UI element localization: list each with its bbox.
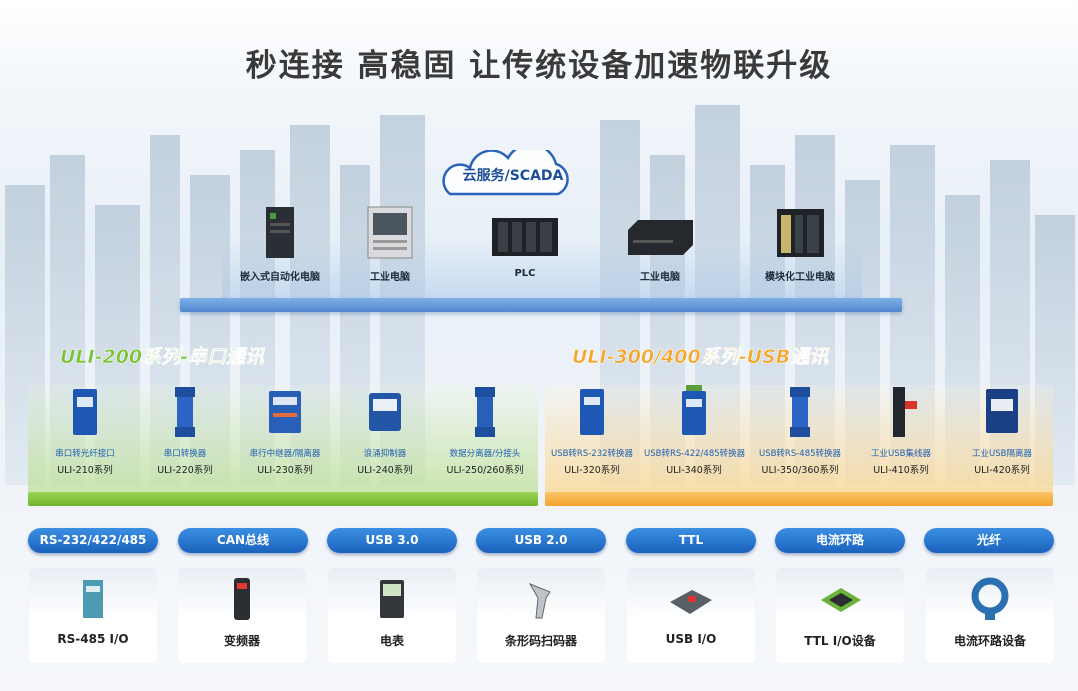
interface-fiber: 光纤 <box>924 528 1054 553</box>
endpoint-card-usb-io: USB I/O <box>627 568 755 663</box>
modular-pc-icon <box>776 209 824 257</box>
barcode-scanner-icon <box>528 583 551 619</box>
endpoint-card-current-loop: 电流环路设备 <box>926 568 1054 663</box>
endpoint-card-rs485-io: RS-485 I/O <box>29 568 157 663</box>
data-splitter-icon <box>475 387 495 437</box>
current-sensor-icon <box>971 577 1009 620</box>
uli-product-210: 串口转光纤接口 ULI-210系列 <box>35 383 135 476</box>
endpoint-card-meter: 电表 <box>328 568 456 663</box>
repeater-isolator-icon <box>269 391 301 433</box>
surge-suppressor-icon <box>369 393 401 431</box>
interface-ttl: TTL <box>626 528 756 553</box>
uli-product-230: 串行中继器/隔离器 ULI-230系列 <box>235 383 335 476</box>
device-industrial-pc: 工业电脑 <box>350 205 430 283</box>
interface-can-bus: CAN总线 <box>178 528 308 553</box>
usb-isolator-icon <box>986 389 1018 433</box>
top-platform-bar <box>180 298 902 312</box>
cloud-service-label: 云服务/SCADA <box>462 168 564 184</box>
device-embedded-pc: 嵌入式自动化电脑 <box>230 205 330 283</box>
usb-rs422-converter-icon <box>682 385 706 435</box>
device-modular-pc: 模块化工业电脑 <box>760 205 840 283</box>
interface-usb3: USB 3.0 <box>327 528 457 553</box>
orange-zone-bar <box>545 492 1053 506</box>
usb-hub-icon <box>893 387 917 437</box>
interface-current-loop: 电流环路 <box>775 528 905 553</box>
uli-product-340: USB转RS-422/485转换器 ULI-340系列 <box>644 383 745 476</box>
endpoint-card-barcode-scanner: 条形码扫码器 <box>477 568 605 663</box>
usb-rs232-converter-icon <box>580 389 604 435</box>
inverter-icon <box>234 578 250 620</box>
page-headline: 秒连接 高稳固 让传统设备加速物联升级 <box>245 48 833 84</box>
series-title-uli300-400: ULI-300/400系列-USB通讯 <box>572 346 829 369</box>
uli-product-420: 工业USB隔离器 ULI-420系列 <box>952 383 1052 476</box>
series-title-uli200: ULI-200系列-串口通讯 <box>60 346 265 369</box>
device-mini-pc: 工业电脑 <box>615 215 705 283</box>
embedded-pc-icon <box>266 207 294 258</box>
endpoint-card-inverter: 变频器 <box>178 568 306 663</box>
io-module-icon <box>83 580 103 618</box>
uli-product-220: 串口转换器 ULI-220系列 <box>135 383 235 476</box>
meter-icon <box>380 580 404 618</box>
cloud-icon <box>442 150 569 196</box>
interface-usb2: USB 2.0 <box>476 528 606 553</box>
plc-icon <box>492 218 558 256</box>
industrial-pc-icon <box>367 206 413 259</box>
usb-io-board-icon <box>670 590 712 614</box>
uli-product-240: 浪涌抑制器 ULI-240系列 <box>335 383 435 476</box>
endpoint-card-ttl-io: TTL I/O设备 <box>776 568 904 663</box>
device-plc: PLC <box>480 212 570 279</box>
mini-pc-icon <box>627 220 693 255</box>
uli-product-250-260: 数据分离器/分接头 ULI-250/260系列 <box>435 383 535 476</box>
usb-rs485-converter-icon <box>790 387 810 437</box>
interface-rs232-422-485: RS-232/422/485 <box>28 528 158 553</box>
serial-converter-icon <box>175 387 195 437</box>
uli-product-320: USB转RS-232转换器 ULI-320系列 <box>542 383 642 476</box>
fiber-converter-icon <box>73 389 97 435</box>
uli-product-410: 工业USB集线器 ULI-410系列 <box>851 383 951 476</box>
uli-product-350-360: USB转RS-485转换器 ULI-350/360系列 <box>750 383 850 476</box>
green-zone-bar <box>28 492 538 506</box>
uart-chip-icon <box>821 588 861 612</box>
